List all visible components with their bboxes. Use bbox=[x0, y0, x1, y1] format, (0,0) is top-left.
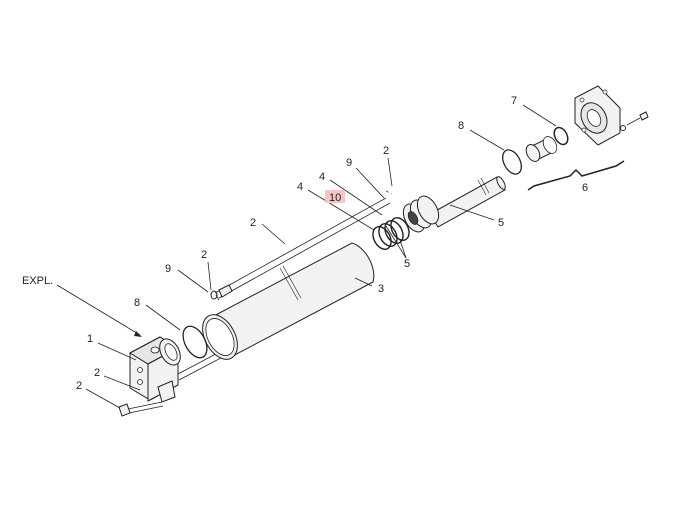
callout-5: 5 bbox=[498, 217, 504, 229]
end-flange bbox=[574, 85, 621, 146]
callout-6: 6 bbox=[582, 182, 588, 194]
gland-bushing bbox=[525, 136, 558, 162]
seal-ring bbox=[553, 126, 569, 146]
cylinder-head bbox=[128, 336, 181, 403]
callout-2: 2 bbox=[94, 367, 100, 379]
bolt-lower bbox=[118, 401, 164, 417]
callout-5: 5 bbox=[404, 258, 410, 270]
piston-rod-assembly bbox=[402, 176, 506, 233]
callout-7: 7 bbox=[511, 95, 517, 107]
flange-bolt bbox=[620, 111, 649, 131]
piston-seal-set bbox=[372, 217, 410, 250]
o-ring-right bbox=[502, 149, 522, 175]
callout-labels: EXPL. 1 2 2 8 9 2 2 3 4 4 10 9 2 5 5 8 7… bbox=[22, 95, 588, 392]
callout-3: 3 bbox=[378, 283, 384, 295]
callout-2: 2 bbox=[250, 217, 256, 229]
fitting-small bbox=[210, 284, 233, 300]
o-ring-left bbox=[182, 325, 208, 359]
barrel-tube bbox=[202, 242, 375, 360]
callout-9: 9 bbox=[165, 263, 171, 275]
leader-lines bbox=[56, 104, 557, 409]
callout-10: 10 bbox=[329, 192, 341, 204]
group-bracket bbox=[527, 160, 625, 191]
callout-2: 2 bbox=[201, 249, 207, 261]
callout-2: 2 bbox=[76, 380, 82, 392]
callout-8: 8 bbox=[458, 120, 464, 132]
callout-4: 4 bbox=[297, 181, 303, 193]
label-expl: EXPL. bbox=[22, 275, 53, 287]
callout-2: 2 bbox=[383, 145, 389, 157]
callout-4: 4 bbox=[319, 171, 325, 183]
callout-1: 1 bbox=[87, 333, 93, 345]
callout-9: 9 bbox=[346, 157, 352, 169]
callout-8: 8 bbox=[134, 297, 140, 309]
callout-10-highlight bbox=[325, 190, 345, 203]
